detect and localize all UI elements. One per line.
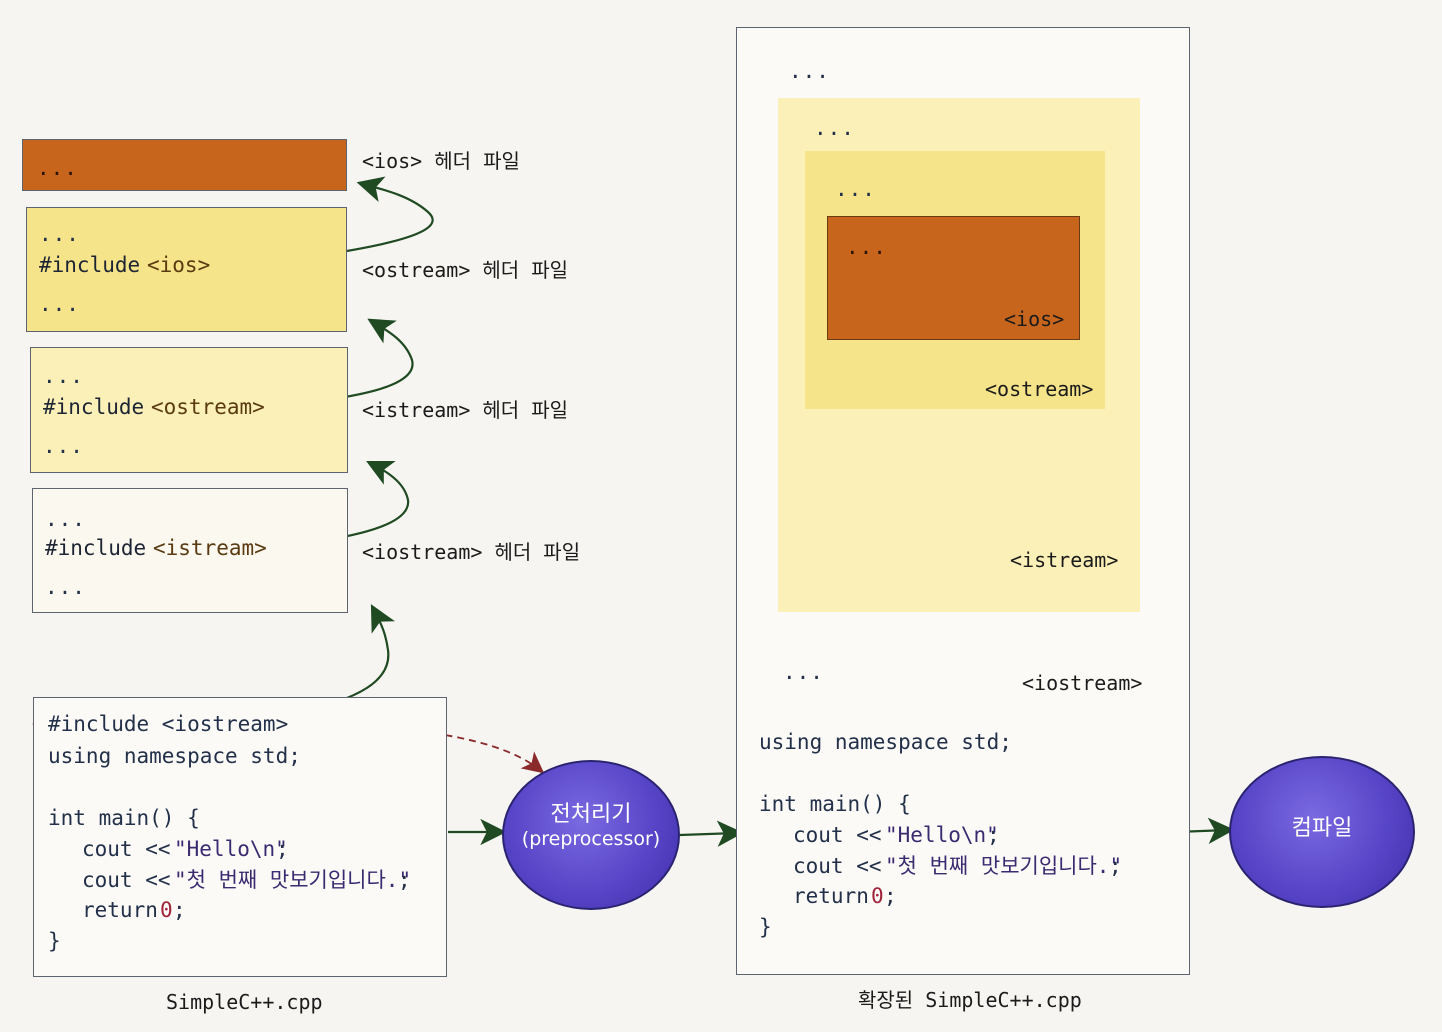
expanded-ios-dots: ... bbox=[846, 235, 887, 259]
iostream-dots-bottom: ... bbox=[45, 575, 86, 599]
iostream-header-box: ... #include <istream> ... bbox=[32, 488, 348, 613]
iostream-dots-top: ... bbox=[45, 507, 86, 531]
expanded-line-cout1-op: cout << bbox=[793, 823, 895, 847]
expanded-line-return-end: ; bbox=[884, 884, 897, 908]
expanded-istream-label: <istream> bbox=[1010, 548, 1119, 572]
istream-dots-top: ... bbox=[43, 364, 84, 388]
expanded-line-cout1-string: "Hello\n" bbox=[885, 823, 999, 847]
ios-dots: ... bbox=[37, 156, 78, 180]
expanded-line-namespace: using namespace std; bbox=[759, 730, 1012, 754]
istream-include-target: <ostream> bbox=[151, 395, 265, 419]
expanded-line-return-kw: return bbox=[793, 884, 882, 908]
expanded-line-cout1-end: ; bbox=[987, 823, 1000, 847]
expanded-line-cout2-op: cout << bbox=[793, 854, 895, 878]
expanded-iostream-dots: ... bbox=[783, 660, 824, 684]
expanded-caption: 확장된 SimpleC++.cpp bbox=[858, 988, 1082, 1012]
ostream-include-target: <ios> bbox=[147, 253, 211, 277]
expanded-ostream-label: <ostream> bbox=[985, 377, 1094, 401]
compile-node: 컴파일 bbox=[1229, 756, 1415, 908]
istream-include-keyword: #include bbox=[43, 395, 145, 419]
istream-dots-bottom: ... bbox=[43, 434, 84, 458]
expanded-dots-top: ... bbox=[789, 59, 830, 83]
source-line-cout2-op: cout << bbox=[82, 868, 184, 892]
source-caption: SimpleC++.cpp bbox=[166, 990, 323, 1014]
expanded-line-cout2-string: "첫 번째 맛보기입니다." bbox=[885, 854, 1123, 878]
iostream-header-label: <iostream> 헤더 파일 bbox=[362, 540, 581, 564]
expanded-ios-label: <ios> bbox=[1004, 307, 1065, 331]
ostream-include-keyword: #include bbox=[39, 253, 141, 277]
istream-header-box: ... #include <ostream> ... bbox=[30, 347, 348, 473]
expanded-line-main: int main() { bbox=[759, 792, 911, 816]
preprocessor-node: 전처리기 (preprocessor) bbox=[502, 760, 680, 910]
ostream-header-label: <ostream> 헤더 파일 bbox=[362, 258, 569, 282]
source-line-cout1-string: "Hello\n" bbox=[174, 837, 288, 861]
istream-header-label: <istream> 헤더 파일 bbox=[362, 398, 569, 422]
expanded-line-close-brace: } bbox=[759, 915, 772, 939]
source-line-return-value: 0 bbox=[160, 898, 173, 922]
expanded-iostream-label: <iostream> bbox=[1022, 671, 1143, 695]
source-line-cout2-string: "첫 번째 맛보기입니다." bbox=[174, 868, 412, 892]
source-line-cout2-end: ; bbox=[398, 868, 411, 892]
expanded-istream-dots: ... bbox=[814, 116, 855, 140]
ostream-dots-top: ... bbox=[39, 222, 80, 246]
source-line-namespace: using namespace std; bbox=[48, 744, 301, 768]
expanded-istream-region: ... ... ... <ios> <ostream> <istream> bbox=[778, 98, 1140, 612]
compile-label: 컴파일 bbox=[1291, 816, 1353, 841]
source-line-cout1-op: cout << bbox=[82, 837, 184, 861]
expanded-ios-region: ... <ios> bbox=[827, 216, 1080, 340]
expanded-file-box: ... ... ... ... <ios> <ostream> <istream… bbox=[736, 27, 1190, 975]
preprocessor-label-ko: 전처리기 bbox=[550, 802, 632, 827]
ios-header-label: <ios> 헤더 파일 bbox=[362, 149, 520, 173]
source-line-main: int main() { bbox=[48, 806, 200, 830]
expanded-ostream-region: ... ... <ios> <ostream> bbox=[805, 151, 1105, 409]
iostream-include-keyword: #include bbox=[45, 536, 147, 560]
ostream-header-box: ... #include <ios> ... bbox=[26, 207, 347, 332]
preprocessor-label-en: (preprocessor) bbox=[521, 828, 661, 851]
ios-header-box: ... bbox=[22, 139, 347, 191]
source-line-return-end: ; bbox=[173, 898, 186, 922]
arrow-preprocessor-to-expanded bbox=[679, 820, 744, 847]
source-line-close-brace: } bbox=[48, 929, 61, 953]
expanded-line-cout2-end: ; bbox=[1109, 854, 1122, 878]
iostream-include-target: <istream> bbox=[153, 536, 267, 560]
source-line-include: #include <iostream> bbox=[48, 712, 289, 736]
ostream-dots-bottom: ... bbox=[39, 292, 80, 316]
source-line-return-kw: return bbox=[82, 898, 171, 922]
source-code-box: #include <iostream> using namespace std;… bbox=[33, 697, 447, 977]
expanded-line-return-value: 0 bbox=[871, 884, 884, 908]
expanded-ostream-dots: ... bbox=[835, 177, 876, 201]
source-line-cout1-end: ; bbox=[276, 837, 289, 861]
